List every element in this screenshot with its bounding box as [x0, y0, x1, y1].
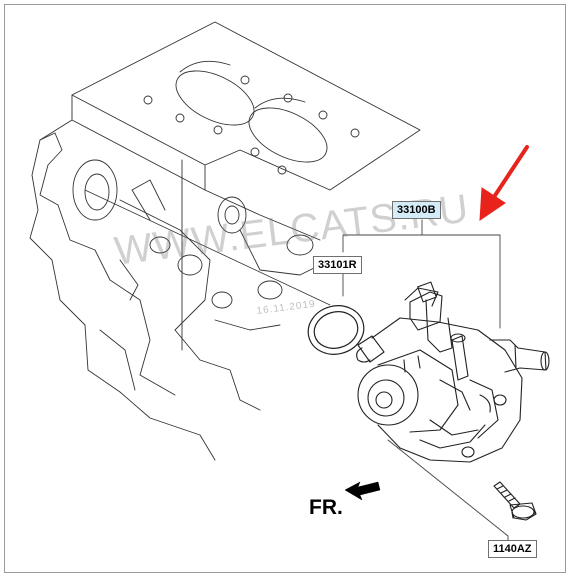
label-pump-assembly[interactable]: 33100B — [392, 201, 441, 219]
front-direction-label: FR. — [309, 496, 343, 519]
engine-block — [29, 21, 421, 461]
label-gasket[interactable]: 33101R — [313, 256, 362, 274]
front-direction-arrow-icon — [344, 481, 381, 501]
fuel-pump — [356, 281, 550, 463]
label-leaders — [342, 219, 509, 546]
gasket-ring — [307, 305, 365, 355]
leader-line-bore — [84, 189, 331, 306]
label-bolt[interactable]: 1140AZ — [488, 540, 537, 558]
indicator-arrow — [479, 145, 529, 221]
diagram-frame — [4, 4, 566, 573]
bolt — [493, 481, 537, 521]
